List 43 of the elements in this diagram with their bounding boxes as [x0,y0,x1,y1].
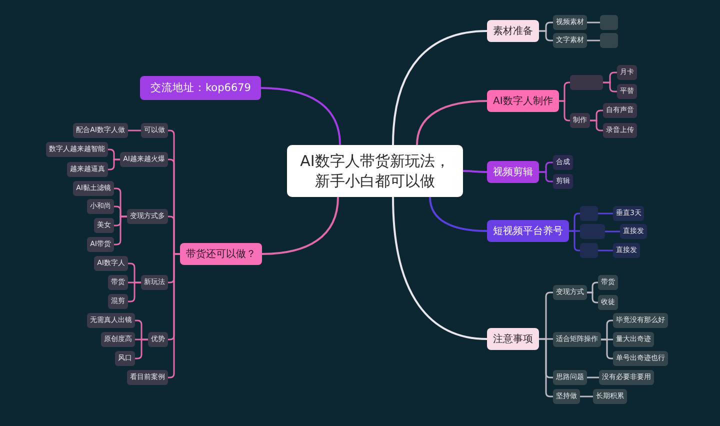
connector-line [392,196,488,340]
connector-line [135,338,148,360]
empty-subtopic-box [600,14,618,30]
connector-line [463,170,487,173]
connector-line [559,100,570,122]
connector-line [128,282,141,302]
main-branch-box: 素材准备 [487,20,539,42]
connector-line [539,171,553,182]
connector-line [587,292,598,304]
connector-line [580,396,593,398]
connector-line [598,212,613,214]
connector-line [601,338,613,360]
main-branch-box: 注意事项 [487,328,539,350]
contact-box: 交流地址：kop6679 [140,76,261,100]
connector-line [114,216,127,246]
main-branch-box: 短视频平台养号 [487,220,569,242]
connector-line [590,120,603,132]
connector-line [539,30,553,42]
connector-line [569,230,580,252]
connector-line [603,82,617,92]
connector-line [587,22,600,24]
central-topic-box: AI数字人带货新玩法，新手小白都可以做 [287,145,463,197]
main-branch-box: 视频剪辑 [487,161,539,183]
main-branch-box: 带货还可以做？ [180,243,262,265]
empty-subtopic-box [580,224,605,238]
connector-line [262,196,339,255]
connector-line [605,230,620,232]
main-branch-box: AI数字人制作 [487,90,559,112]
connector-line [539,338,553,398]
empty-subtopic-box [600,32,618,48]
connector-line [429,196,488,232]
connector-line [260,87,341,146]
connector-line [168,253,180,378]
connector-line [108,158,120,170]
empty-subtopic-box [570,74,603,90]
connector-line [416,100,488,146]
connector-line [587,40,600,42]
connector-line [392,30,488,146]
empty-subtopic-box [580,242,598,258]
connector-line [128,130,141,132]
connector-line [598,250,613,252]
empty-subtopic-box [580,206,598,220]
connector-line [587,376,599,378]
